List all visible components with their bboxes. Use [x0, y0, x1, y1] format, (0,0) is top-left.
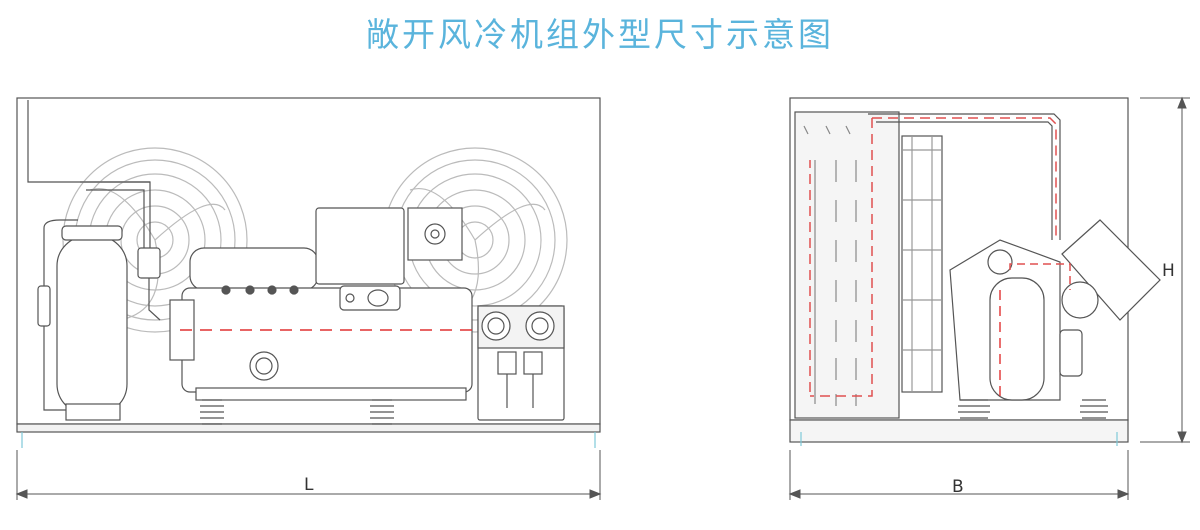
- front-view: [15, 97, 602, 500]
- side-louvers: [803, 125, 857, 406]
- height-label: H: [1162, 261, 1175, 281]
- front-suction-pipe: [80, 181, 151, 250]
- width-label: B: [952, 477, 964, 497]
- front-compressor: [169, 247, 473, 401]
- front-controller-box: [477, 305, 565, 421]
- side-refrigerant-loop: [809, 117, 1057, 397]
- pressure-switch-1: [497, 351, 517, 375]
- front-length-dimension: [15, 450, 602, 500]
- side-width-dimension: [788, 450, 1130, 500]
- side-springs: [958, 399, 1108, 419]
- front-oil-pump: [407, 207, 463, 261]
- side-view: [788, 96, 1190, 500]
- pressure-switch-2: [523, 351, 543, 375]
- filter-drier: [37, 285, 51, 327]
- liquid-receiver: [56, 225, 128, 421]
- side-oil-separator: [1059, 329, 1083, 377]
- front-junction-box: [315, 207, 405, 285]
- side-compressor: [949, 219, 1161, 401]
- side-louver-panel: [794, 111, 900, 419]
- side-height-dimension: [1140, 96, 1190, 444]
- length-label: L: [304, 475, 314, 495]
- front-valve: [137, 247, 161, 279]
- front-springs: [200, 399, 394, 425]
- diagram-title: 敞开风冷机组外型尺寸示意图: [366, 15, 834, 54]
- side-condenser-coil: [901, 135, 943, 393]
- front-base-rail: [16, 423, 601, 433]
- side-base-rail: [789, 419, 1129, 443]
